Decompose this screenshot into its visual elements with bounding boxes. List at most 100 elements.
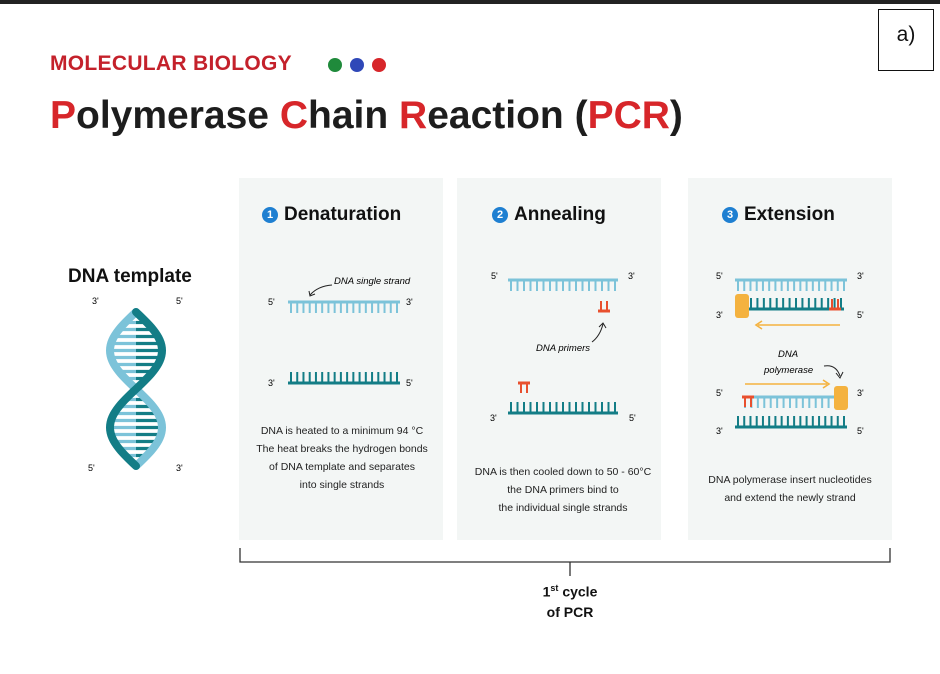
- step-3-description: DNA polymerase insert nucleotides and ex…: [688, 471, 892, 507]
- s2-strand-bottom-base: [601, 402, 603, 413]
- s3-top-template-base: [811, 280, 814, 291]
- s3-top-template-base: [755, 280, 758, 291]
- s3-bot-template-base: [811, 416, 814, 427]
- s2-strand-bottom-base: [568, 402, 571, 413]
- s3-top-primer-base: [831, 299, 833, 309]
- s3-bot-primer-base: [750, 397, 752, 407]
- s3-bot-template-base: [818, 416, 821, 427]
- s3-bot-new-base: [795, 397, 798, 408]
- title-initial-c: C: [279, 94, 308, 137]
- s1-strand-top-base: [339, 302, 342, 313]
- step-1-description: DNA is heated to a minimum 94 °C The hea…: [240, 422, 444, 494]
- s1-strand-top-base: [327, 302, 330, 313]
- s3-bot-template-base: [786, 416, 789, 427]
- s3-top-new-base: [801, 298, 804, 309]
- s3-top-template-base: [774, 280, 777, 291]
- s1-strand-bottom-base: [383, 372, 386, 383]
- s2-annotation-arrow: [591, 323, 604, 343]
- s3-bot-template-base: [843, 416, 845, 427]
- s3-bot-template-base: [749, 416, 752, 427]
- cycle-number: 1: [542, 583, 551, 600]
- s2-primer-bottom-base: [520, 383, 522, 393]
- step-2-number: 2: [492, 207, 508, 223]
- s3-bot-template-base: [780, 416, 783, 427]
- s1-annotation-arrow: [309, 284, 333, 296]
- s1-strand-bottom-base: [346, 372, 349, 383]
- s1-annotation: DNA single strand: [334, 276, 411, 287]
- s2-strand2-right-end: 5': [629, 413, 636, 423]
- s1-strand-bottom-base: [358, 372, 361, 383]
- s3-bot1-left-end: 5': [716, 388, 723, 398]
- s3-bot-new-base: [776, 397, 779, 408]
- s1-strand-top-base: [296, 302, 299, 313]
- s2-strand-top-base: [581, 280, 584, 291]
- s3-top1-left-end: 5': [716, 271, 723, 281]
- template-bottom-right-end: 3': [176, 463, 183, 473]
- card-denaturation: [239, 178, 443, 540]
- s3-top-new-base: [788, 298, 791, 309]
- s3-top-primer-base: [837, 299, 839, 309]
- s2-primer-bottom-base: [526, 383, 528, 393]
- s3-bot-new-base: [821, 397, 824, 408]
- s2-strand-top-base: [614, 280, 616, 291]
- s3-top-new-base: [820, 298, 823, 309]
- cycle-label: 1st cycle of PCR: [520, 578, 620, 622]
- s2-strand-top-base: [510, 280, 512, 291]
- title-paren-close: ): [669, 94, 683, 137]
- step-2-name: Annealing: [514, 204, 606, 225]
- s3-top-new-base: [769, 298, 772, 309]
- s1-strand-top-base: [371, 302, 374, 313]
- s3-annotation-arrow: [823, 365, 841, 377]
- s3-bot-template-base: [836, 416, 839, 427]
- dot-blue: [350, 57, 364, 72]
- s3-top1-right-end: 3': [857, 271, 864, 281]
- s2-strand-top-base: [555, 280, 558, 291]
- s2-strand-bottom-base: [614, 402, 616, 413]
- s3-top-new-base: [840, 298, 842, 309]
- s3-bot-primer-backbone: [742, 395, 754, 399]
- subtitle-dots: [328, 56, 394, 74]
- s1-strand-top-base: [290, 302, 292, 313]
- s2-strand-bottom-base: [581, 402, 584, 413]
- s1-desc-line: DNA is heated to a minimum 94 °C: [260, 425, 424, 437]
- s1-strand-bottom-base: [371, 372, 374, 383]
- s3-bot-template-base: [774, 416, 777, 427]
- s1-strand-bottom-base: [389, 372, 392, 383]
- s2-strand-top-base: [588, 280, 590, 291]
- s3-bot-template-base: [799, 416, 802, 427]
- s2-strand-bottom-base: [555, 402, 558, 413]
- s1-desc-line: of DNA template and separates: [269, 461, 415, 473]
- s3-top-template-base: [780, 280, 783, 291]
- panel-label: a): [878, 9, 934, 71]
- s3-top-new-base: [756, 298, 759, 309]
- step-1-name: Denaturation: [284, 204, 402, 225]
- s3-desc-line: DNA polymerase insert nucleotides: [708, 474, 872, 486]
- s3-top-new-base: [782, 298, 785, 309]
- s3-bot-new-base: [801, 397, 804, 408]
- s1-strand-top-backbone: [288, 300, 400, 304]
- s3-bot2-right-end: 5': [857, 426, 864, 436]
- step-3-number: 3: [722, 207, 738, 223]
- s3-annotation-line2: polymerase: [763, 365, 813, 376]
- s3-bot-template-backbone: [735, 425, 847, 429]
- s3-top-new-base: [775, 298, 778, 309]
- s1-strand-top-base: [321, 302, 324, 313]
- s2-strand-bottom-base: [516, 402, 519, 413]
- title-initial-r: R: [399, 94, 428, 137]
- s3-top-template-base: [799, 280, 802, 291]
- s2-strand-top-base: [542, 280, 545, 291]
- s3-top-new-base: [827, 298, 830, 309]
- s1-strand-bottom-base: [333, 372, 336, 383]
- template-bottom-left-end: 5': [88, 463, 95, 473]
- s3-top2-left-end: 3': [716, 310, 723, 320]
- card-annealing: [457, 178, 661, 540]
- s2-strand-bottom-base: [510, 402, 512, 413]
- s3-bot-new-base: [763, 397, 766, 408]
- s2-annotation-arrowhead: [598, 322, 607, 329]
- s2-strand-bottom-base: [523, 402, 525, 413]
- s3-top-template-base: [793, 280, 796, 291]
- s3-top-template-base: [843, 280, 845, 291]
- s3-top-template-base: [743, 280, 746, 291]
